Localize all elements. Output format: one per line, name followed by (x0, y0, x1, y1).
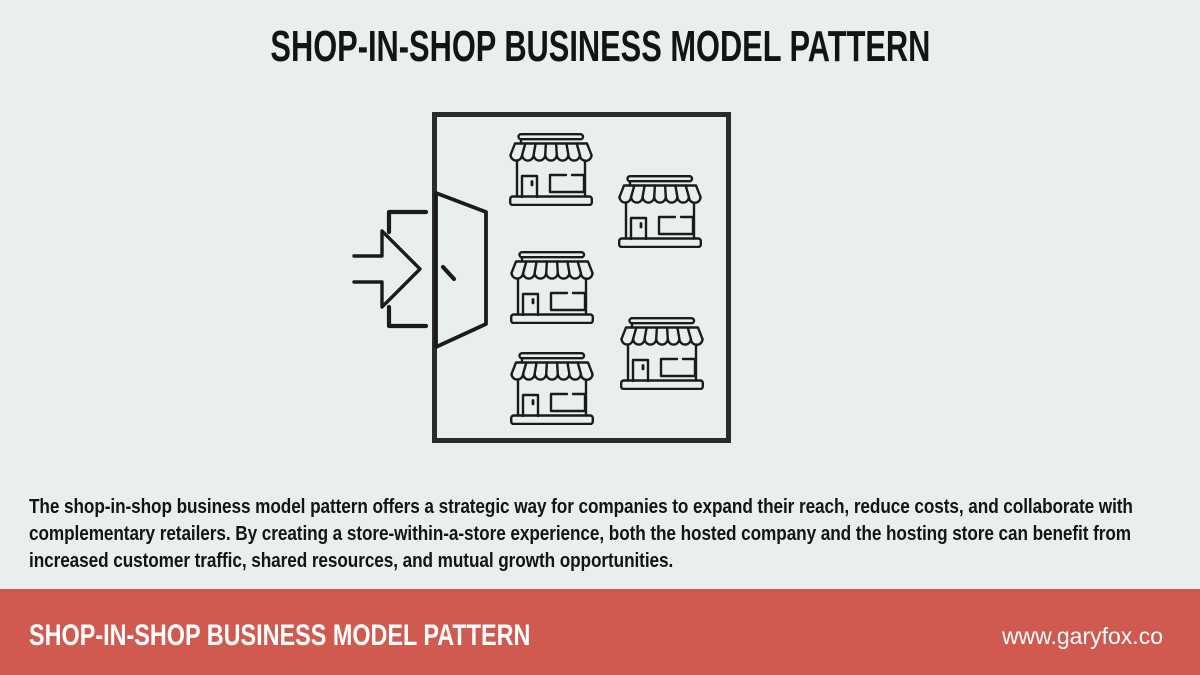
storefront-icon (510, 251, 594, 324)
footer-bar: SHOP-IN-SHOP BUSINESS MODEL PATTERN www.… (0, 589, 1200, 675)
footer-title: SHOP-IN-SHOP BUSINESS MODEL PATTERN (29, 619, 531, 652)
page-title: SHOP-IN-SHOP BUSINESS MODEL PATTERN (0, 22, 1200, 71)
storefront-icon (618, 175, 702, 248)
storefront-icon (509, 133, 593, 206)
storefront-icon (620, 317, 704, 390)
storefront-icon (510, 352, 594, 425)
enter-arrow-icon (352, 229, 422, 309)
door-handle-icon (440, 264, 457, 282)
page-title-text: SHOP-IN-SHOP BUSINESS MODEL PATTERN (270, 22, 930, 71)
open-door-icon (434, 191, 488, 349)
shop-in-shop-diagram (352, 112, 731, 443)
website-url: www.garyfox.co (1001, 622, 1163, 649)
door-frame-icon (386, 209, 429, 329)
description-text: The shop-in-shop business model pattern … (29, 496, 1133, 572)
entrance-door-assembly (352, 191, 488, 349)
